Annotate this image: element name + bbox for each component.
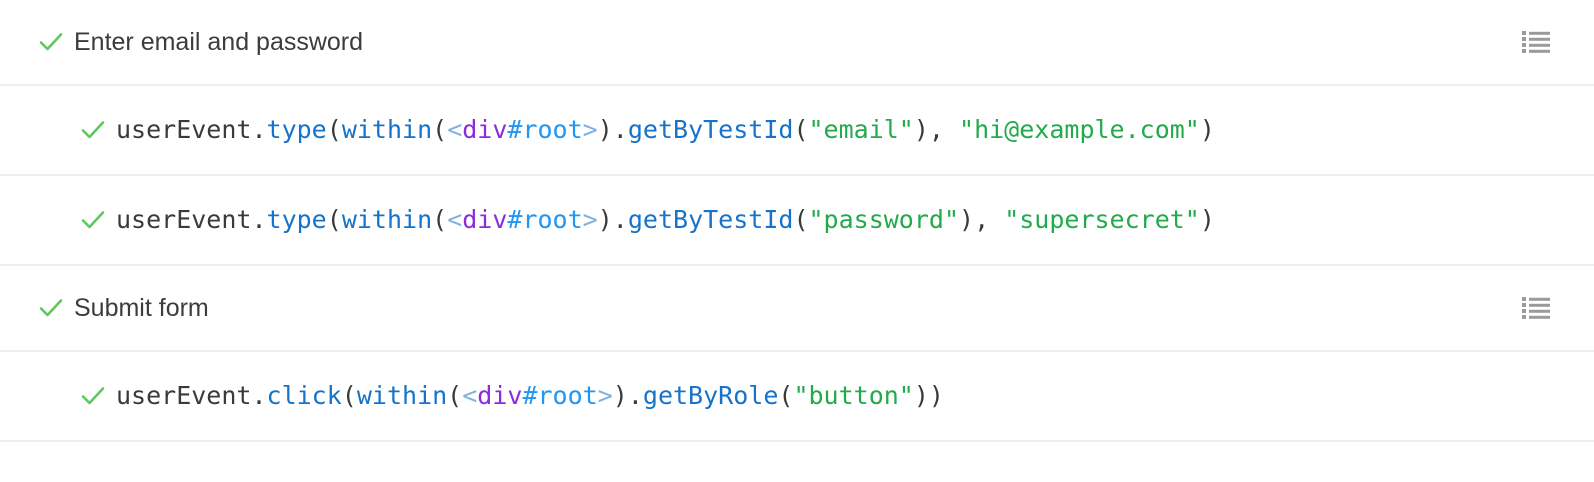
code-token: getByTestId xyxy=(627,205,794,234)
code-token: userEvent xyxy=(116,381,252,410)
check-icon xyxy=(36,293,66,323)
code-token: ( xyxy=(793,115,809,144)
code-token: "button" xyxy=(793,381,914,410)
test-command-row[interactable]: userEvent.type(within(<div#root>).getByT… xyxy=(0,86,1594,176)
code-token: div xyxy=(462,205,508,234)
code-token: , xyxy=(928,115,960,144)
code-token: #root xyxy=(522,381,598,410)
code-token: userEvent xyxy=(116,115,252,144)
code-token: ( xyxy=(326,205,342,234)
code-token: "password" xyxy=(808,205,960,234)
test-command-row[interactable]: userEvent.type(within(<div#root>).getByT… xyxy=(0,176,1594,266)
code-token: . xyxy=(612,205,628,234)
code-token: type xyxy=(266,115,327,144)
code-token: ) xyxy=(597,205,613,234)
list-icon[interactable] xyxy=(1522,31,1550,53)
code-token: "hi@example.com" xyxy=(959,115,1200,144)
check-icon xyxy=(78,381,108,411)
code-token: ( xyxy=(793,205,809,234)
code-token: ) xyxy=(913,381,929,410)
code-token: ) xyxy=(597,115,613,144)
code-token: > xyxy=(582,205,598,234)
test-step-row[interactable]: Submit form xyxy=(0,266,1594,352)
code-token: div xyxy=(477,381,523,410)
code-token: , xyxy=(974,205,1005,234)
code-token: > xyxy=(597,381,613,410)
code-token: within xyxy=(341,115,433,144)
list-icon[interactable] xyxy=(1522,297,1550,319)
code-token: ) xyxy=(612,381,628,410)
check-icon xyxy=(36,27,66,57)
command-code: userEvent.type(within(<div#root>).getByT… xyxy=(116,204,1215,236)
code-token: ) xyxy=(1199,115,1215,144)
test-command-row[interactable]: userEvent.click(within(<div#root>).getBy… xyxy=(0,352,1594,442)
code-token: . xyxy=(251,115,267,144)
code-token: . xyxy=(612,115,628,144)
code-token: < xyxy=(447,205,463,234)
code-token: ) xyxy=(928,381,944,410)
code-token: < xyxy=(462,381,478,410)
code-token: < xyxy=(447,115,463,144)
step-label: Enter email and password xyxy=(74,28,364,56)
command-code: userEvent.click(within(<div#root>).getBy… xyxy=(116,380,944,412)
code-token: type xyxy=(266,205,327,234)
code-token: . xyxy=(627,381,643,410)
code-token: ) xyxy=(913,115,929,144)
code-token: within xyxy=(341,205,433,234)
test-step-row[interactable]: Enter email and password xyxy=(0,0,1594,86)
code-token: getByRole xyxy=(642,381,779,410)
code-token: > xyxy=(582,115,598,144)
code-token: #root xyxy=(507,115,583,144)
code-token: ( xyxy=(778,381,794,410)
command-code: userEvent.type(within(<div#root>).getByT… xyxy=(116,114,1215,146)
code-token: #root xyxy=(507,205,583,234)
code-token: ( xyxy=(432,115,448,144)
code-token: . xyxy=(251,381,267,410)
code-token: ( xyxy=(432,205,448,234)
code-token: ( xyxy=(326,115,342,144)
code-token: userEvent xyxy=(116,205,252,234)
code-token: getByTestId xyxy=(627,115,794,144)
check-icon xyxy=(78,115,108,145)
code-token: ) xyxy=(959,205,975,234)
code-token: ( xyxy=(341,381,357,410)
code-token: ( xyxy=(447,381,463,410)
code-token: div xyxy=(462,115,508,144)
code-token: within xyxy=(356,381,448,410)
check-icon xyxy=(78,205,108,235)
code-token: "supersecret" xyxy=(1004,205,1200,234)
code-token: . xyxy=(251,205,267,234)
code-token: click xyxy=(266,381,342,410)
step-label: Submit form xyxy=(74,294,209,322)
code-token: "email" xyxy=(808,115,914,144)
code-token: ) xyxy=(1199,205,1215,234)
